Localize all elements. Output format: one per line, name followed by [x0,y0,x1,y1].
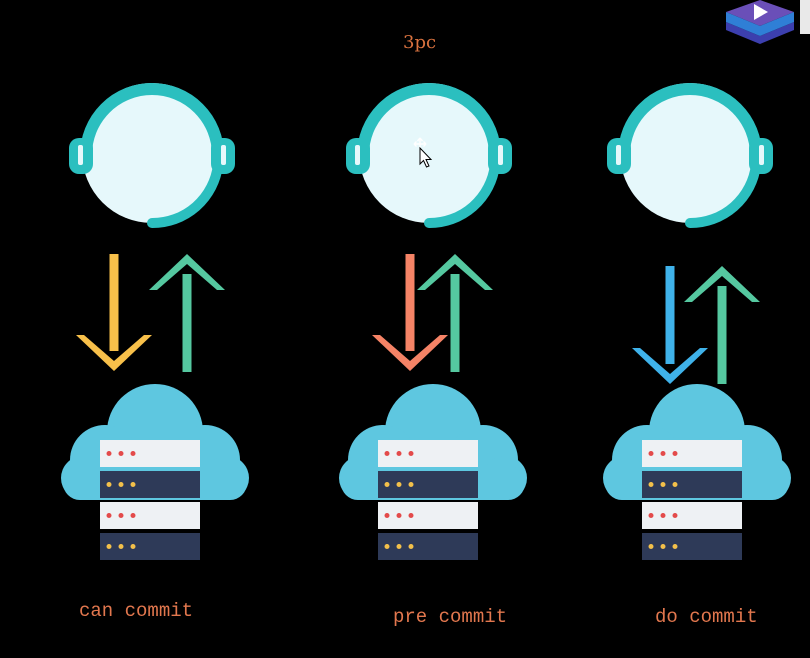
up-arrow-icon [149,254,225,372]
phase-label-pre-commit: pre commit [393,606,508,628]
up-arrow-icon [684,266,760,384]
player-logo-icon[interactable] [722,0,798,44]
cloud-server-icon [61,384,249,560]
headset-user-icon [607,83,773,229]
headset-user-icon [69,83,235,229]
down-arrow-icon [632,266,708,384]
cursor-icon [413,137,433,168]
phase-label-can-commit: can commit [79,600,194,622]
headset-user-icon [346,83,512,229]
window-edge [800,0,810,34]
up-arrow-icon [417,254,493,372]
cloud-server-icon [339,384,527,560]
diagram-title: 3pc [403,32,437,53]
down-arrow-icon [372,254,448,371]
down-arrow-icon [76,254,152,371]
cloud-server-icon [603,384,791,560]
phase-label-do-commit: do commit [655,606,758,628]
